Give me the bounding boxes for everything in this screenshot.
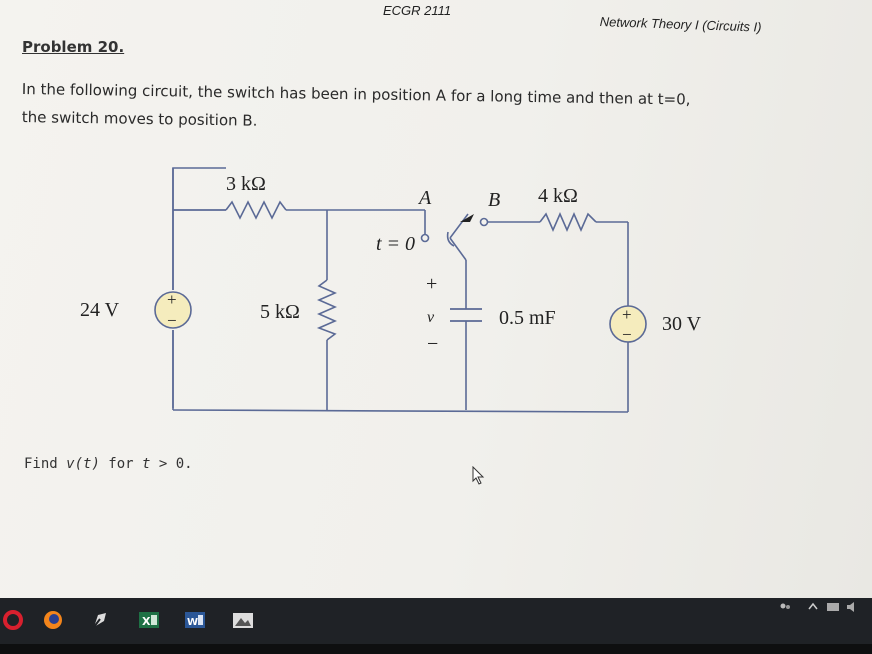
people-icon[interactable] <box>778 602 792 617</box>
r2-label: 5 kΩ <box>260 301 300 323</box>
source-left-label: 24 V <box>80 299 120 321</box>
resistor-4k <box>539 212 597 232</box>
tray-chevron-icon[interactable] <box>808 602 818 613</box>
voltage-label: v <box>427 309 435 326</box>
svg-text:X: X <box>142 615 151 628</box>
switch <box>420 213 489 261</box>
capacitor-label: 0.5 mF <box>499 307 556 329</box>
course-subject: Network Theory I (Circuits I) <box>599 14 762 35</box>
problem-title: Problem 20. <box>22 38 125 56</box>
svg-text:−: − <box>622 325 632 344</box>
source-30v: + − <box>609 305 647 344</box>
capacitor <box>450 308 482 322</box>
excel-icon[interactable]: X <box>136 607 162 633</box>
document-page: ECGR 2111 Network Theory I (Circuits I) … <box>0 0 872 598</box>
photos-icon[interactable] <box>230 607 256 633</box>
source-right-label: 30 V <box>662 313 702 335</box>
course-code: ECGR 2111 <box>383 3 452 18</box>
problem-statement-line-2: the switch moves to position B. <box>21 108 258 130</box>
voltage-minus: − <box>427 333 438 355</box>
firefox-icon[interactable] <box>40 607 66 633</box>
switch-arrow <box>460 214 474 222</box>
svg-text:−: − <box>167 311 177 330</box>
network-icon[interactable] <box>826 602 840 615</box>
r3-label: 4 kΩ <box>538 185 578 207</box>
mouse-cursor-icon <box>472 466 485 485</box>
r1-label: 3 kΩ <box>226 173 266 195</box>
svg-text:+: + <box>622 305 632 324</box>
question: Find v(t) for t > 0. <box>24 456 193 472</box>
circuit-diagram: + − + − 3 kΩ 4 kΩ 5 kΩ 24 V 30 V 0.5 mF … <box>80 167 702 413</box>
switch-b-label: B <box>488 189 500 211</box>
taskbar: X W <box>0 598 872 654</box>
taskbar-edge <box>0 644 872 654</box>
switch-time-label: t = 0 <box>376 233 415 255</box>
word-icon[interactable]: W <box>182 607 208 633</box>
svg-text:+: + <box>167 290 177 309</box>
resistor-5k <box>316 279 337 341</box>
switch-a-label: A <box>417 187 432 209</box>
pen-icon[interactable] <box>88 607 114 633</box>
volume-icon[interactable] <box>846 602 860 615</box>
svg-text:W: W <box>187 617 198 628</box>
resistor-3k <box>225 200 287 220</box>
voltage-plus: + <box>426 273 437 295</box>
problem-statement-line-1: In the following circuit, the switch has… <box>21 80 691 109</box>
source-24v: + − <box>154 290 192 330</box>
opera-icon[interactable] <box>0 607 26 633</box>
